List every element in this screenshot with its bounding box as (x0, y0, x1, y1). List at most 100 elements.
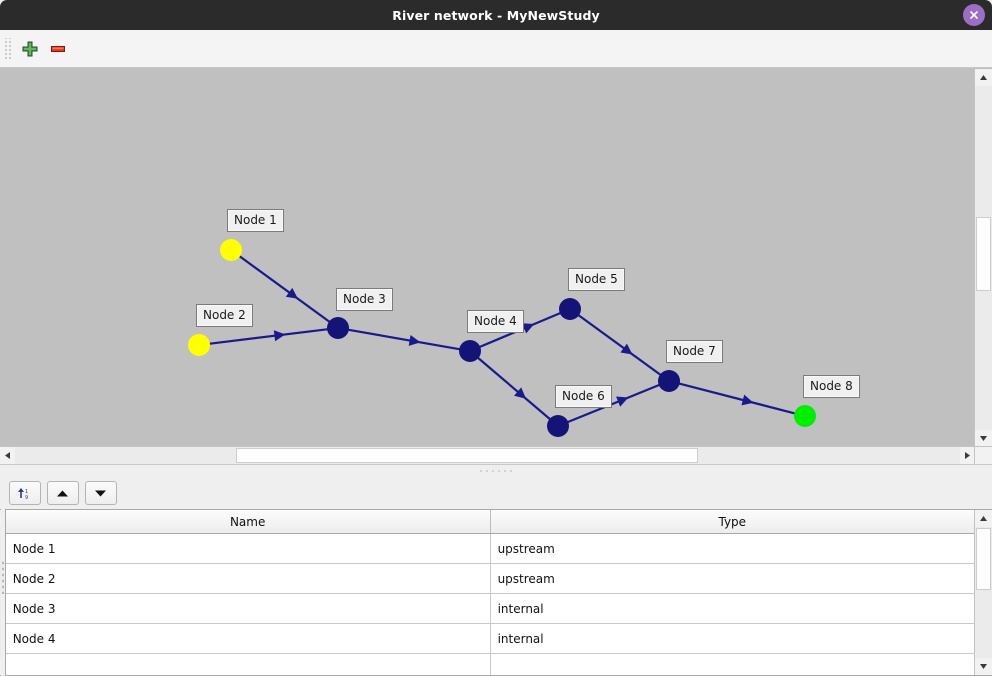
window-title: River network - MyNewStudy (392, 7, 600, 23)
chevron-down-icon (979, 664, 987, 669)
column-header-type[interactable]: Type (490, 510, 975, 534)
edge-arrow-icon (521, 323, 535, 334)
chevron-up-icon (980, 75, 987, 80)
horizontal-splitter[interactable] (0, 464, 992, 477)
node-label-node3[interactable]: Node 3 (336, 288, 393, 311)
edge-arrow-icon (620, 343, 633, 355)
reach-scroll-track[interactable] (0, 527, 1, 658)
table-cell[interactable]: Node 2 (5, 563, 491, 594)
node-scroll-up-button[interactable] (974, 510, 992, 527)
edge-Node3-Node4[interactable] (347, 328, 461, 351)
table-cell[interactable] (5, 653, 491, 675)
table-cell[interactable]: Node 1 (5, 533, 491, 564)
svg-text:9: 9 (25, 495, 28, 501)
close-icon (970, 11, 978, 19)
nodes-group (188, 239, 816, 437)
table-cell[interactable]: internal (490, 593, 975, 624)
scroll-down-button[interactable] (975, 430, 992, 447)
graph-node-node7[interactable] (658, 370, 680, 392)
canvas-horizontal-scrollbar[interactable] (0, 446, 975, 464)
node-scroll-thumb[interactable] (975, 528, 991, 590)
scroll-left-button[interactable] (0, 447, 15, 464)
remove-node-button[interactable] (44, 35, 72, 63)
table-cell[interactable]: internal (490, 623, 975, 654)
graph-node-node6[interactable] (547, 415, 569, 437)
edge-arrow-icon (273, 330, 286, 342)
tables-area: 1 9 NameNode1Node2 (0, 477, 992, 676)
vertical-splitter-grip-icon (0, 559, 5, 594)
edge-arrow-icon (285, 287, 298, 299)
graph-node-node3[interactable] (327, 317, 349, 339)
table-cell[interactable]: Node 3 (5, 593, 491, 624)
add-node-icon (22, 41, 38, 56)
node-table-toolbar: 1 9 (4, 477, 992, 509)
node-label-node5[interactable]: Node 5 (568, 268, 625, 291)
table-cell[interactable]: Node 4 (5, 623, 491, 654)
move-up-icon (57, 490, 69, 496)
close-button[interactable] (963, 4, 985, 26)
sort-ascending-icon: 1 9 (18, 487, 28, 501)
reach-table-scrollbar[interactable] (0, 510, 1, 675)
vertical-splitter[interactable] (0, 477, 5, 676)
add-node-button[interactable] (16, 35, 44, 63)
edge-Node5-Node7[interactable] (577, 313, 662, 377)
graph-node-node8[interactable] (794, 405, 816, 427)
node-move-up-button[interactable] (46, 481, 79, 505)
column-header-name[interactable]: Name (5, 510, 491, 534)
move-down-icon (95, 490, 107, 496)
graph-node-node5[interactable] (559, 298, 581, 320)
node-label-node8[interactable]: Node 8 (803, 375, 860, 398)
vscrollbar-thumb[interactable] (976, 217, 991, 291)
reach-scroll-up-button[interactable] (0, 510, 1, 527)
splitter-grip-icon (478, 469, 514, 473)
node-label-node2[interactable]: Node 2 (196, 304, 253, 327)
scroll-right-button[interactable] (960, 447, 975, 464)
edge-Node4-Node6[interactable] (476, 356, 552, 421)
graph-node-node1[interactable] (220, 239, 242, 261)
edge-arrow-icon (741, 394, 754, 406)
hscrollbar-thumb[interactable] (236, 448, 698, 463)
toolbar-drag-grip[interactable] (4, 37, 13, 60)
node-table-row[interactable] (5, 653, 975, 675)
network-canvas-area[interactable]: Node 1 Node 2 Node 3 Node 4 Node 5 Node 6 Node… (0, 68, 992, 464)
node-label-node1[interactable]: Node 1 (227, 209, 284, 232)
chevron-down-icon (980, 436, 987, 441)
river-network-graph[interactable] (0, 69, 975, 447)
node-label-node7[interactable]: Node 7 (666, 340, 723, 363)
edge-arrow-icon (616, 396, 629, 407)
edge-Node6-Node7[interactable] (566, 383, 661, 424)
node-label-node6[interactable]: Node 6 (555, 385, 612, 408)
table-cell[interactable] (490, 653, 975, 675)
edge-Node2-Node3[interactable] (208, 328, 329, 345)
scrollbar-corner (974, 446, 992, 464)
node-label-node4[interactable]: Node 4 (467, 310, 524, 333)
main-toolbar (0, 30, 992, 68)
title-bar: River network - MyNewStudy (0, 0, 992, 30)
edge-arrow-icon (514, 387, 527, 399)
table-cell[interactable]: upstream (490, 563, 975, 594)
table-cell[interactable]: upstream (490, 533, 975, 564)
node-sort-button[interactable]: 1 9 (8, 481, 41, 505)
scroll-up-button[interactable] (975, 69, 992, 86)
node-move-down-button[interactable] (84, 481, 117, 505)
svg-text:1: 1 (25, 489, 28, 495)
edge-arrow-icon (408, 335, 421, 346)
graph-node-node2[interactable] (188, 334, 210, 356)
canvas-vertical-scrollbar[interactable] (974, 69, 992, 447)
edge-Node7-Node8[interactable] (678, 382, 796, 415)
reach-scroll-down-button[interactable] (0, 658, 1, 675)
node-scroll-down-button[interactable] (974, 658, 992, 675)
node-table-scrollbar[interactable] (973, 510, 992, 675)
graph-node-node4[interactable] (459, 340, 481, 362)
edge-Node1-Node3[interactable] (238, 255, 331, 323)
